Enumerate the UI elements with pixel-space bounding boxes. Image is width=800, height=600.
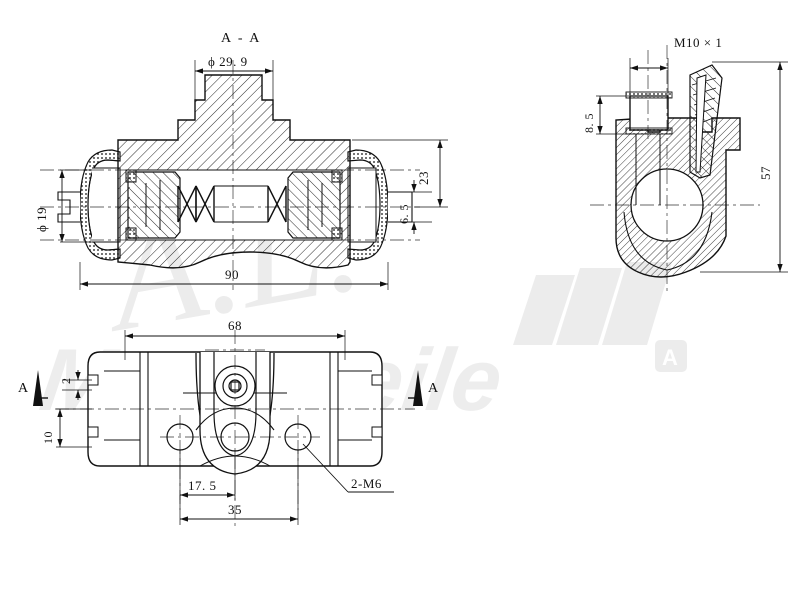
center-lines [40, 60, 420, 290]
plan-view: A A 68 2 10 [18, 318, 440, 530]
cross-section-view: ϕ 29. 9 A - A ϕ 19 23 6. 5 [34, 31, 448, 290]
dimension-bore-dia-label: ϕ 29. 9 [208, 54, 248, 69]
dimension-step-2-label: 2 [59, 378, 73, 385]
section-marker-left-label: A [18, 381, 30, 396]
left-piston [125, 169, 181, 241]
dimension-piston-dia-label: ϕ 19 [34, 207, 49, 232]
dimension-width-68: 68 [124, 318, 346, 360]
dimension-length-90-label: 90 [225, 267, 239, 282]
dimension-height-23: 23 [352, 139, 448, 208]
dimension-height-23-label: 23 [416, 171, 431, 185]
right-piston [287, 169, 343, 241]
dimension-bore-dia: ϕ 29. 9 [194, 54, 274, 100]
section-marker-right-label: A [428, 381, 440, 396]
dimension-hole-35-label: 35 [228, 502, 242, 517]
watermark-logo-icon [513, 262, 672, 345]
dimension-thread-m10-label: M10 × 1 [674, 35, 722, 50]
side-center-lines [590, 45, 760, 292]
dimension-height-57: 57 [700, 61, 788, 273]
dimension-hole-175: 17. 5 [179, 450, 236, 500]
dimension-offset-65-label: 6. 5 [397, 204, 411, 224]
dimension-offset-65: 6. 5 [397, 180, 432, 234]
dimension-step-10-label: 10 [41, 431, 55, 444]
side-lugs [87, 374, 383, 438]
dimension-height-57-label: 57 [758, 166, 773, 180]
section-marker-right: A [408, 370, 440, 406]
dimension-piston-dia: ϕ 19 [34, 169, 92, 243]
boot-contour [104, 370, 372, 441]
dimension-step-2: 2 [59, 370, 92, 400]
callout-mounting-thread-label: 2-M6 [351, 476, 382, 491]
watermark-badge-icon: A [655, 340, 687, 372]
dimension-hole-35: 35 [179, 450, 299, 525]
svg-text:A: A [662, 345, 678, 370]
dimension-port-depth-85: 8. 5 [582, 95, 630, 135]
section-marker-left: A [18, 370, 48, 406]
callout-mounting-thread: 2-M6 [302, 443, 394, 493]
right-side-section-view: M10 × 1 8. 5 57 [582, 35, 788, 292]
return-spring [177, 185, 287, 223]
bleeder-screw [689, 64, 723, 179]
section-title: A - A [221, 31, 261, 46]
inlet-port [625, 91, 673, 205]
dimension-port-depth-85-label: 8. 5 [582, 113, 596, 133]
dimension-thread-m10: M10 × 1 [629, 35, 722, 96]
dimension-hole-175-label: 17. 5 [188, 478, 217, 493]
dimension-width-68-label: 68 [228, 318, 242, 333]
dimension-length-90: 90 [79, 262, 389, 290]
dimension-step-10: 10 [41, 408, 92, 448]
